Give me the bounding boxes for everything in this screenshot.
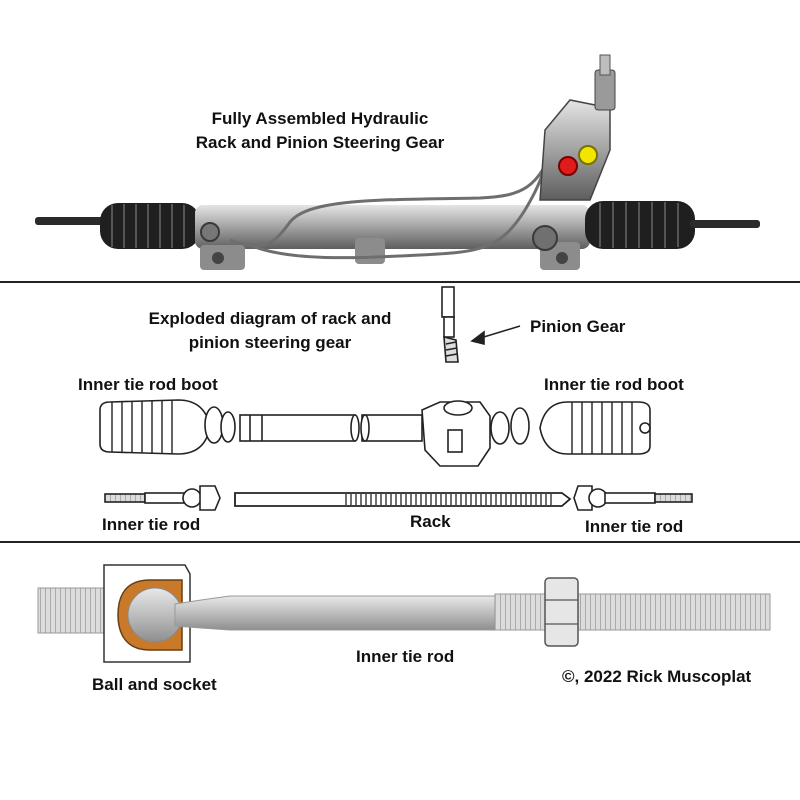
divider-1	[0, 281, 800, 283]
assembled-title-line2: Rack and Pinion Steering Gear	[195, 133, 445, 152]
boot-right-label: Inner tie rod boot	[544, 375, 684, 394]
right-bellows-boot	[585, 201, 695, 249]
exploded-title-line1: Exploded diagram of rack and	[148, 309, 392, 328]
left-housing-tube	[239, 414, 356, 442]
tie-rod-shaft	[174, 595, 496, 631]
inner-tie-rod-closeup	[37, 564, 771, 663]
right-housing-tube	[361, 414, 423, 442]
pinion-gear	[441, 286, 459, 363]
right-tie-rod-stub	[690, 220, 760, 228]
pinion-arrow	[470, 325, 521, 346]
ball-joint	[127, 587, 183, 643]
boot-left-label: Inner tie rod boot	[78, 375, 218, 394]
tierod-left-label: Inner tie rod	[102, 515, 201, 534]
left-tie-rod-stub	[35, 217, 105, 225]
divider-2	[0, 541, 800, 543]
ball-socket-label: Ball and socket	[92, 675, 217, 694]
left-boot-exploded	[99, 399, 236, 455]
yellow-port-cap	[578, 145, 598, 165]
exploded-title-line2: pinion steering gear	[188, 333, 352, 352]
left-bellows-boot	[100, 203, 200, 249]
hydraulic-lines	[229, 139, 557, 260]
jam-nut	[544, 577, 579, 647]
rack-housing	[195, 205, 590, 249]
threaded-end-left	[37, 587, 109, 634]
pinion-gear-label: Pinion Gear	[530, 317, 626, 336]
pinion-housing	[421, 400, 491, 467]
valve-body	[539, 54, 616, 201]
right-boot-exploded	[539, 401, 651, 455]
exploded-view	[99, 286, 693, 511]
left-inner-tie-rod-exploded	[104, 485, 221, 511]
assembled-title-line1: Fully Assembled Hydraulic	[211, 109, 429, 128]
tierod-closeup-label: Inner tie rod	[356, 647, 455, 666]
threaded-end-right	[494, 593, 771, 631]
red-port-cap	[558, 156, 578, 176]
copyright-text: ©, 2022 Rick Muscoplat	[562, 667, 752, 686]
rack-bar	[234, 492, 572, 507]
rack-label: Rack	[410, 512, 451, 531]
right-inner-tie-rod-exploded	[573, 485, 693, 511]
tierod-right-label: Inner tie rod	[585, 517, 684, 536]
assembled-steering-gear	[35, 54, 760, 270]
